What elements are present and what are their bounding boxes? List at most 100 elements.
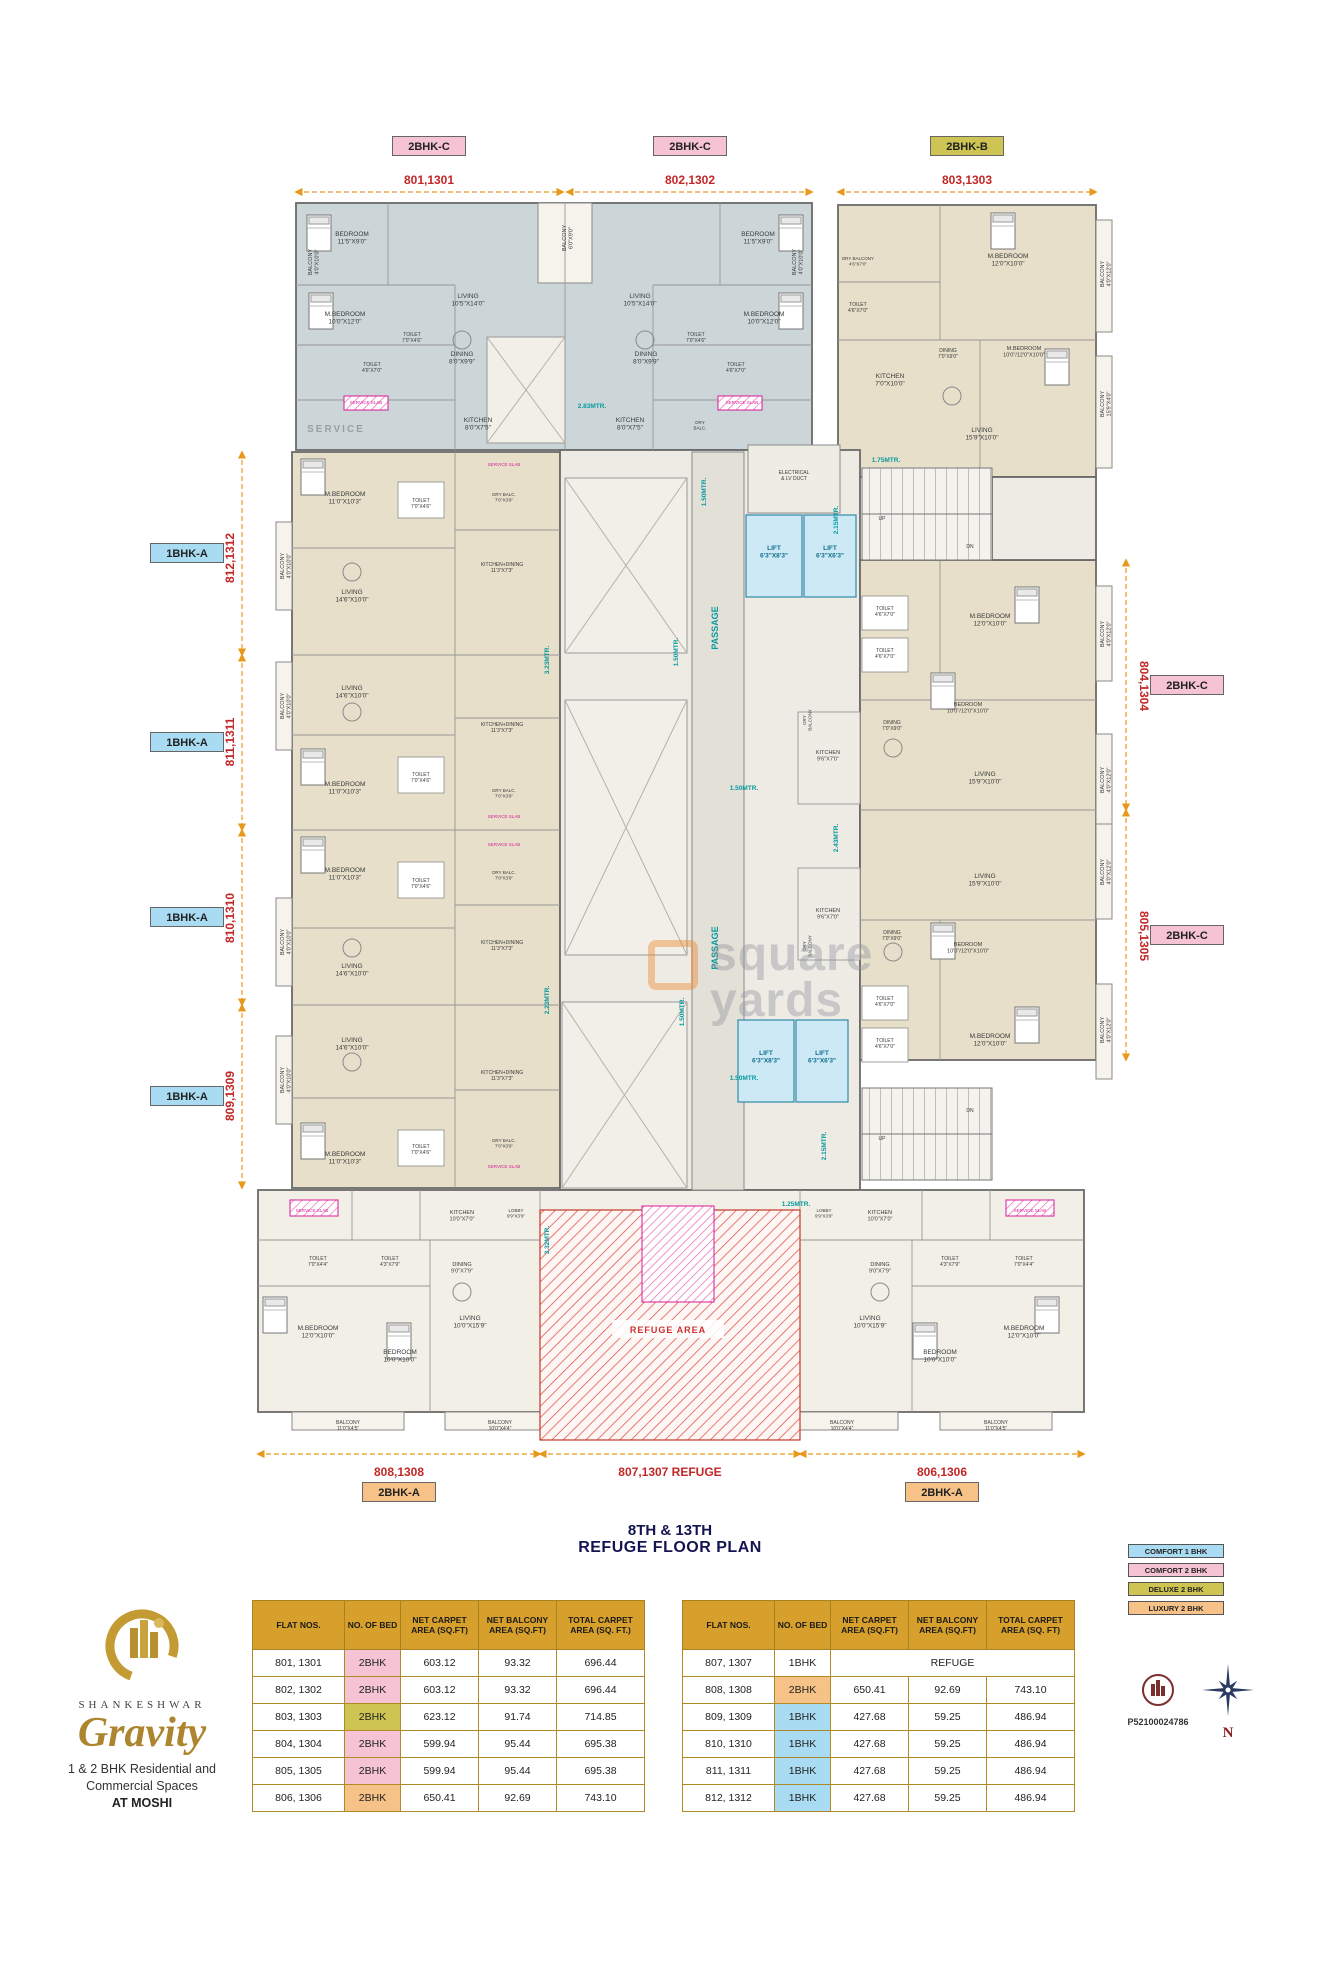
cell-bed: 2BHK — [344, 1784, 401, 1812]
cell-flat: 805, 1305 — [252, 1757, 345, 1785]
duct-shafts — [486, 336, 688, 1189]
unit-tag-right-1: 2BHK-C — [1150, 675, 1224, 695]
room-label: PASSAGE — [710, 926, 720, 969]
unit-tag-left-2: 1BHK-A — [150, 732, 224, 752]
plan-title-line2: REFUGE FLOOR PLAN — [578, 1539, 762, 1556]
col-net-carpet: NET CARPET AREA (SQ.FT) — [830, 1600, 909, 1650]
cell-carpet: 427.68 — [830, 1784, 909, 1812]
room-label: PASSAGE — [710, 606, 720, 649]
cell-total: 743.10 — [986, 1676, 1075, 1704]
room-label: BALCONY4'0"X12'0" — [1100, 261, 1113, 288]
brand-tagline-1: 1 & 2 BHK Residential and — [67, 1762, 216, 1777]
room-label: BALCONY6'0"X9'0" — [562, 225, 575, 252]
cell-total: 696.44 — [556, 1649, 645, 1677]
cell-total: 695.38 — [556, 1730, 645, 1758]
bed-icon — [1044, 348, 1070, 386]
cell-bed: 2BHK — [344, 1730, 401, 1758]
cell-total: 696.44 — [556, 1676, 645, 1704]
cell-balcony: 59.25 — [908, 1703, 987, 1731]
cell-carpet: 599.94 — [400, 1730, 479, 1758]
table-row: 811, 1311 1BHK 427.68 59.25 486.94 — [682, 1757, 1075, 1785]
col-net-carpet: NET CARPET AREA (SQ.FT) — [400, 1600, 479, 1650]
unit-tag-top-3: 2BHK-B — [930, 136, 1004, 156]
table-row: 805, 1305 2BHK 599.94 95.44 695.38 — [252, 1757, 645, 1785]
plan-title-line1: 8TH & 13TH — [627, 1522, 713, 1539]
meter-dimension: 2.83MTR. — [578, 403, 607, 410]
room-label: BALCONY4'0"X12'0" — [1100, 859, 1113, 886]
room-label: BALCONY4'0"X10'0" — [280, 553, 293, 580]
room-label: DN — [966, 1108, 974, 1114]
room-label: DRYBALCONY — [802, 709, 813, 731]
plan-title: 8TH & 13TH REFUGE FLOOR PLAN — [480, 1522, 860, 1557]
passage-corridor — [691, 451, 745, 1191]
cell-balcony: 59.25 — [908, 1730, 987, 1758]
table-row: 809, 1309 1BHK 427.68 59.25 486.94 — [682, 1703, 1075, 1731]
table-row: 801, 1301 2BHK 603.12 93.32 696.44 — [252, 1649, 645, 1677]
unit-tag-left-3: 1BHK-A — [150, 907, 224, 927]
cell-flat: 804, 1304 — [252, 1730, 345, 1758]
brand-name: SHANKESHWAR — [78, 1699, 206, 1711]
north-label: N — [1222, 1725, 1234, 1741]
furniture — [262, 212, 1070, 1360]
room-label: ELECTRICAL& LV DUCT — [779, 470, 810, 482]
flat-number: 803,1303 — [942, 173, 992, 187]
table-row: 808, 1308 2BHK 650.41 92.69 743.10 — [682, 1676, 1075, 1704]
cell-total: 695.38 — [556, 1757, 645, 1785]
cell-balcony: 93.32 — [478, 1649, 557, 1677]
table-row: 810, 1310 1BHK 427.68 59.25 486.94 — [682, 1730, 1075, 1758]
cell-bed: 1BHK — [774, 1703, 831, 1731]
bed-icon — [262, 1296, 288, 1334]
flat-number: 802,1302 — [665, 173, 715, 187]
refuge-and-slabs — [289, 395, 1055, 1441]
meter-dimension: 1.50MTR. — [730, 1075, 759, 1082]
cell-total: 486.94 — [986, 1703, 1075, 1731]
meter-dimension: 2.15MTR. — [821, 1132, 828, 1161]
cell-bed: 2BHK — [344, 1757, 401, 1785]
unit-tag-right-2: 2BHK-C — [1150, 925, 1224, 945]
col-no-of-bed: NO. OF BED — [774, 1600, 831, 1650]
watermark-line1: square — [710, 928, 874, 981]
flat-area-table-left: FLAT NOS. NO. OF BED NET CARPET AREA (SQ… — [252, 1600, 645, 1812]
cell-carpet: 603.12 — [400, 1676, 479, 1704]
balconies — [275, 202, 1113, 1431]
cell-flat: 810, 1310 — [682, 1730, 775, 1758]
meter-dimension: 2.15MTR. — [833, 506, 840, 535]
table-row: 806, 1306 2BHK 650.41 92.69 743.10 — [252, 1784, 645, 1812]
flat-number: 812,1312 — [223, 533, 237, 583]
cell-balcony: 91.74 — [478, 1703, 557, 1731]
